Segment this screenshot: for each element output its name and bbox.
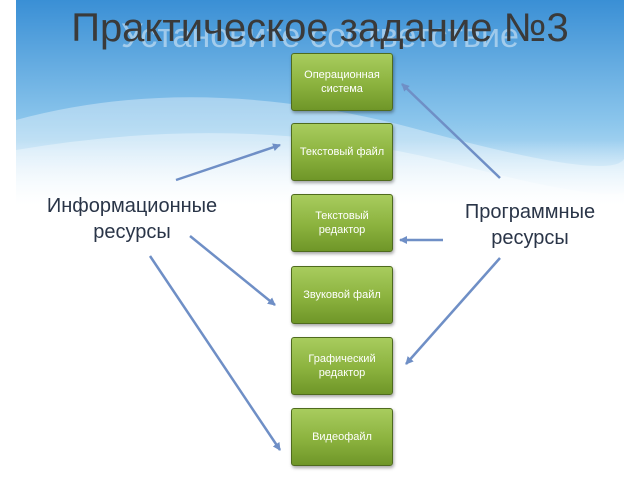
arrow-info-to-sound-file — [189, 235, 276, 306]
slide-title: Практическое задание №3 — [71, 6, 569, 50]
arrow-software-to-graphics-editor — [405, 257, 501, 365]
item-video-file: Видеофайл — [291, 408, 393, 466]
arrow-info-to-video-file — [148, 255, 282, 451]
subtitle: Установите соответствие — [121, 17, 519, 55]
arrow-software-to-os — [401, 83, 501, 179]
software-resources-label: Программные ресурсы — [464, 201, 596, 249]
item-text-file: Текстовый файл — [291, 123, 393, 181]
item-sound-file: Звуковой файл — [291, 266, 393, 324]
information-resources-label: Информационные ресурсы — [46, 195, 218, 243]
item-text-editor: Текстовый редактор — [291, 194, 393, 252]
item-operating-system: Операционная система — [291, 53, 393, 111]
item-graphics-editor: Графический редактор — [291, 337, 393, 395]
arrow-info-to-text-file — [175, 143, 281, 182]
